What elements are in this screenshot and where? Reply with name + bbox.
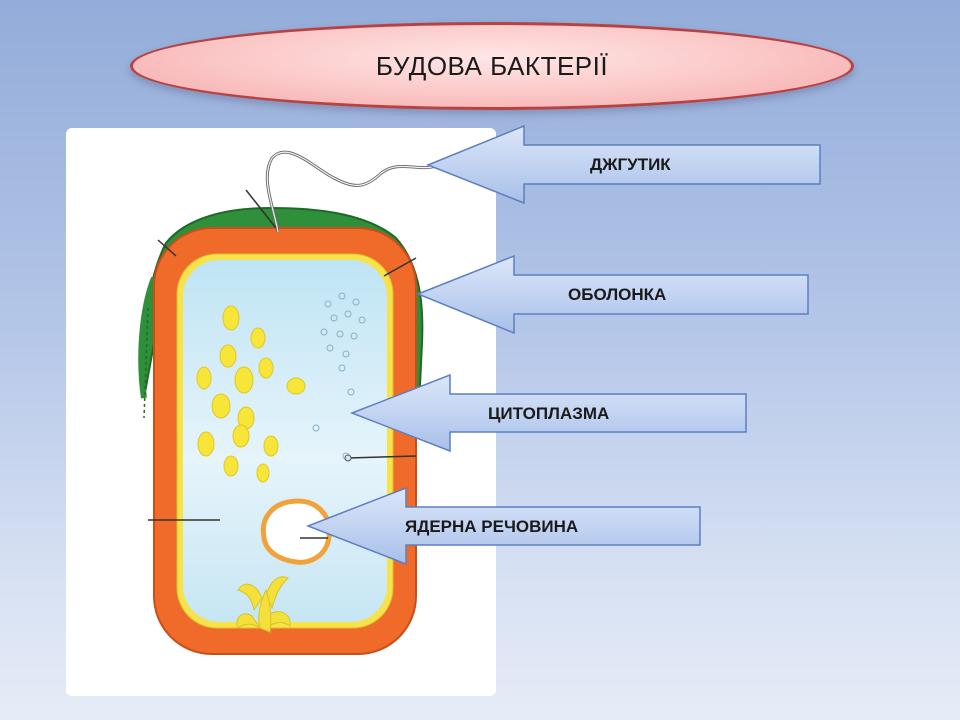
diagram-panel (66, 128, 496, 696)
label-nucleoid: ЯДЕРНА РЕЧОВИНА (405, 517, 579, 536)
label-flagellum: ДЖГУТИК (590, 155, 671, 174)
nucleoid-shape (260, 498, 332, 565)
label-cytoplasm: ЦИТОПЛАЗМА (488, 404, 610, 423)
title-banner: БУДОВА БАКТЕРІЇ (130, 22, 854, 110)
branched-inclusion (236, 576, 291, 633)
cytoplasm-granules (196, 305, 306, 483)
bacterium-illustration (138, 150, 437, 655)
page-title: БУДОВА БАКТЕРІЇ (375, 50, 609, 81)
label-membrane: ОБОЛОНКА (568, 285, 667, 304)
